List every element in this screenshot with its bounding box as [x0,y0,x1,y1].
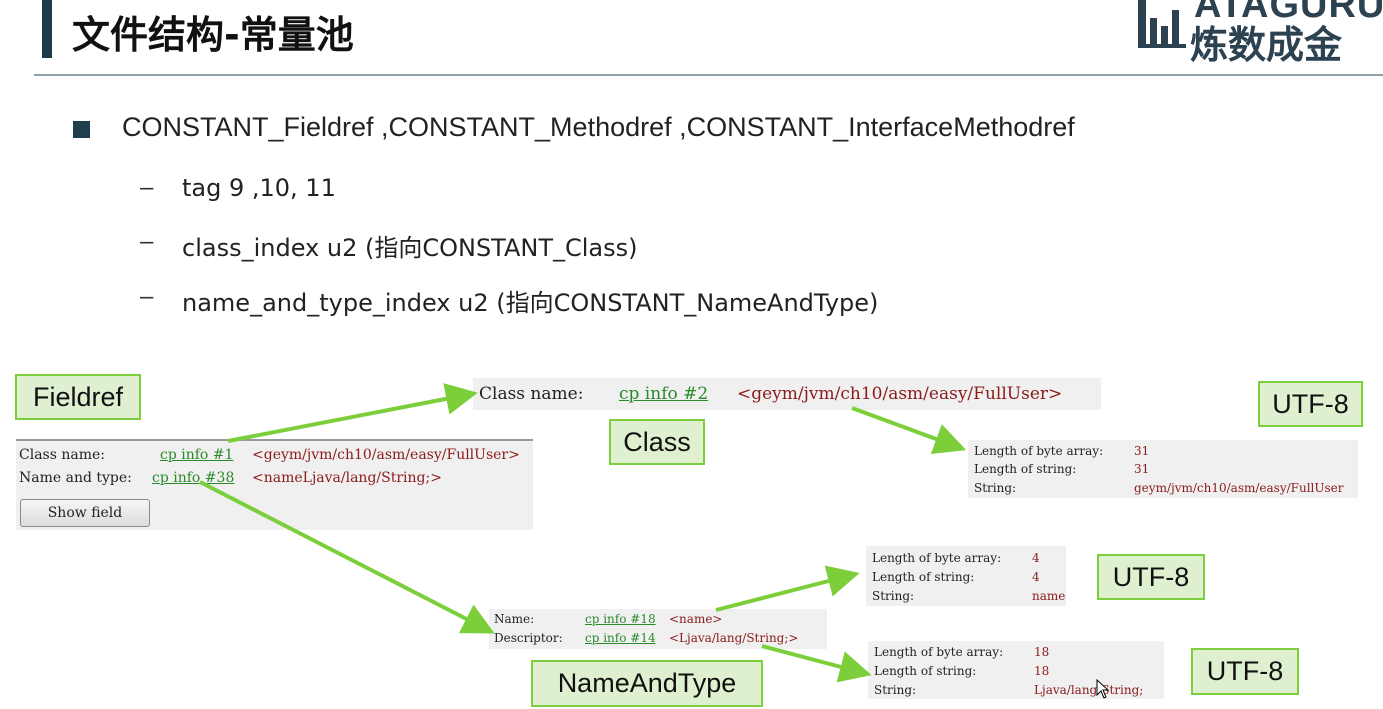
utf8-panel-string: Length of byte array: 18 Length of strin… [868,641,1164,699]
len-str-label: Length of string: [872,570,975,584]
dash-bullet: – [140,283,154,310]
arrow-nameandtype-to-utf8-name [715,565,860,612]
sub-bullet-tag: tag 9 ,10, 11 [182,174,336,202]
label-utf8-string: UTF-8 [1191,648,1299,695]
fieldref-panel: Class name: cp info #1 <geym/jvm/ch10/as… [16,439,533,530]
logo-text-cn: 炼数成金 [1190,23,1343,62]
len-str-value: 18 [1034,664,1050,678]
brand-logo: ATAGURU 炼数成金 [1128,0,1383,62]
len-byte-value: 4 [1032,551,1040,565]
string-label: String: [872,589,915,603]
class-name-label: Class name: [19,447,105,463]
label-class: Class [609,419,705,465]
len-str-value: 31 [1134,462,1150,476]
class-panel-cp-link[interactable]: cp info #2 [619,384,709,404]
class-name-value: <geym/jvm/ch10/asm/easy/FullUser> [252,447,520,463]
title-accent-bar [42,0,52,58]
logo-bars-icon [1138,0,1186,48]
string-value: geym/jvm/ch10/asm/easy/FullUser [1134,481,1344,495]
name-and-type-panel: Name: cp info #18 <name> Descriptor: cp … [489,609,827,649]
len-str-label: Length of string: [874,664,977,678]
nat-desc-cp-link[interactable]: cp info #14 [585,631,656,645]
string-label: String: [874,683,917,697]
nat-desc-value: <Ljava/lang/String;> [669,631,799,645]
arrow-nameandtype-to-utf8-string [761,644,872,683]
name-type-value: <nameLjava/lang/String;> [252,470,442,486]
len-str-value: 4 [1032,570,1040,584]
sub-bullet-class-index: class_index u2 (指向CONSTANT_Class) [182,234,638,262]
arrow-class-to-utf8 [851,406,967,455]
mouse-cursor-icon [1096,679,1110,699]
string-label: String: [974,481,1017,495]
nat-name-label: Name: [494,612,535,626]
arrow-fieldref-to-class [227,383,478,443]
string-value: Ljava/lang/String; [1034,683,1144,697]
len-byte-label: Length of byte array: [974,444,1104,458]
page-title: 文件结构-常量池 [72,13,354,57]
len-byte-label: Length of byte array: [874,645,1004,659]
sub-bullet-name-type-index: name_and_type_index u2 (指向CONSTANT_NameA… [182,289,879,317]
logo-text-en: ATAGURU [1194,0,1383,26]
arrow-fieldref-to-nameandtype [199,480,495,634]
nat-name-value: <name> [669,612,723,626]
show-field-button[interactable]: Show field [20,499,150,527]
nat-name-cp-link[interactable]: cp info #18 [585,612,656,626]
class-panel-label: Class name: [479,384,584,404]
utf8-panel-name: Length of byte array: 4 Length of string… [866,546,1066,606]
class-panel: Class name: cp info #2 <geym/jvm/ch10/as… [473,378,1101,410]
len-byte-label: Length of byte array: [872,551,1002,565]
label-fieldref: Fieldref [15,374,141,420]
len-byte-value: 18 [1034,645,1050,659]
string-value: name [1032,589,1066,603]
len-str-label: Length of string: [974,462,1077,476]
label-name-and-type: NameAndType [531,660,763,707]
label-utf8-name: UTF-8 [1097,554,1205,600]
utf8-panel-fulluser: Length of byte array: 31 Length of strin… [968,440,1358,498]
bullet-square-icon [73,121,90,138]
bullet-main-text: CONSTANT_Fieldref ,CONSTANT_Methodref ,C… [122,112,1075,142]
nat-desc-label: Descriptor: [494,631,563,645]
class-panel-value: <geym/jvm/ch10/asm/easy/FullUser> [737,384,1063,404]
header-divider [34,74,1383,76]
name-type-label: Name and type: [19,470,132,486]
dash-bullet: – [140,228,154,255]
name-type-cp-link[interactable]: cp info #38 [152,470,235,486]
dash-bullet: – [140,174,154,201]
class-name-cp-link[interactable]: cp info #1 [160,447,234,463]
len-byte-value: 31 [1134,444,1150,458]
label-utf8-fulluser: UTF-8 [1258,381,1363,427]
